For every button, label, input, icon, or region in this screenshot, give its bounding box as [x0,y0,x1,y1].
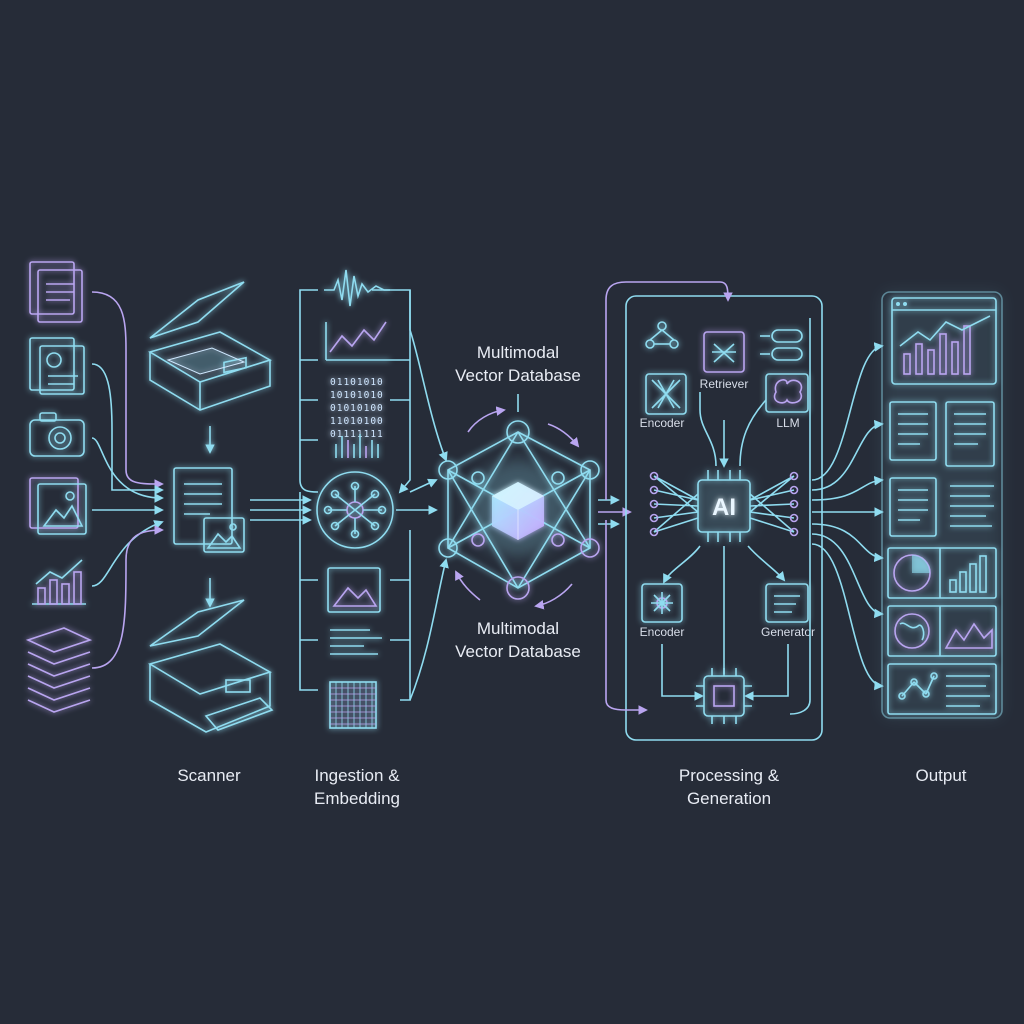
svg-text:01101010: 01101010 [330,377,384,388]
embedding-hub-icon [316,471,394,549]
map-chart-panel-icon [887,605,997,657]
paper-stack-icon [25,627,93,713]
bottom-scanner-icon [148,599,274,733]
encoder-icon [645,373,687,415]
stage-label-processing-line1: Processing & [679,766,780,785]
report-document-icon [889,401,995,467]
svg-text:10101010: 10101010 [330,390,384,401]
ai-chip-label: AI [712,494,736,521]
vector-database-graph [438,406,600,610]
top-scanner-icon [148,281,273,411]
stage-label-scanner: Scanner [177,766,241,785]
generator-label: Generator [761,625,815,639]
db-title-bottom-line2: Vector Database [455,642,581,661]
generator-icon [765,583,809,623]
stage-label-ingestion-line2: Embedding [314,789,400,808]
ai-chip: AI [649,392,799,674]
svg-text:01111111: 01111111 [330,429,384,440]
encoder-top-label: Encoder [640,416,685,430]
stage-label-ingestion-line1: Ingestion & [314,766,400,785]
encoder-bottom-label: Encoder [640,625,685,639]
toggle-panel-icon [760,329,803,361]
dashboard-icon [891,297,997,385]
line-chart-icon [325,321,390,361]
retriever-label: Retriever [700,377,749,391]
matrix-grid-icon [329,681,377,729]
svg-text:11010100: 11010100 [330,416,384,427]
bar-chart-icon [32,559,86,605]
retriever-icon [703,331,745,373]
documents-stack-icon [29,261,83,323]
text-lines-icon [330,629,382,655]
camera-icon [29,412,85,457]
chart-document-icon [29,337,85,395]
image-file-icon [29,477,87,535]
encoder-bottom-icon [641,583,683,623]
image-icon [327,567,381,613]
svg-text:01010100: 01010100 [330,403,384,414]
barcode-icon [335,434,379,458]
pie-chart-panel-icon [887,547,997,599]
text-document-icon [889,477,994,537]
llm-brain-icon [765,373,809,413]
scanned-document-icon [173,467,245,553]
db-title-bottom-line1: Multimodal [477,619,559,638]
db-title-top-line2: Vector Database [455,366,581,385]
network-node-icon [645,321,679,349]
llm-label: LLM [776,416,799,430]
waveform-icon [324,269,390,307]
db-title-top-line1: Multimodal [477,343,559,362]
bottom-chip-icon [696,668,752,724]
graph-panel-icon [887,663,997,715]
binary-text-icon: 01101010 10101010 01010100 11010100 0111… [330,377,384,440]
stage-label-output: Output [915,766,966,785]
stage-label-processing-line2: Generation [687,789,771,808]
output-panel [881,291,1003,719]
processing-panel [605,281,823,741]
